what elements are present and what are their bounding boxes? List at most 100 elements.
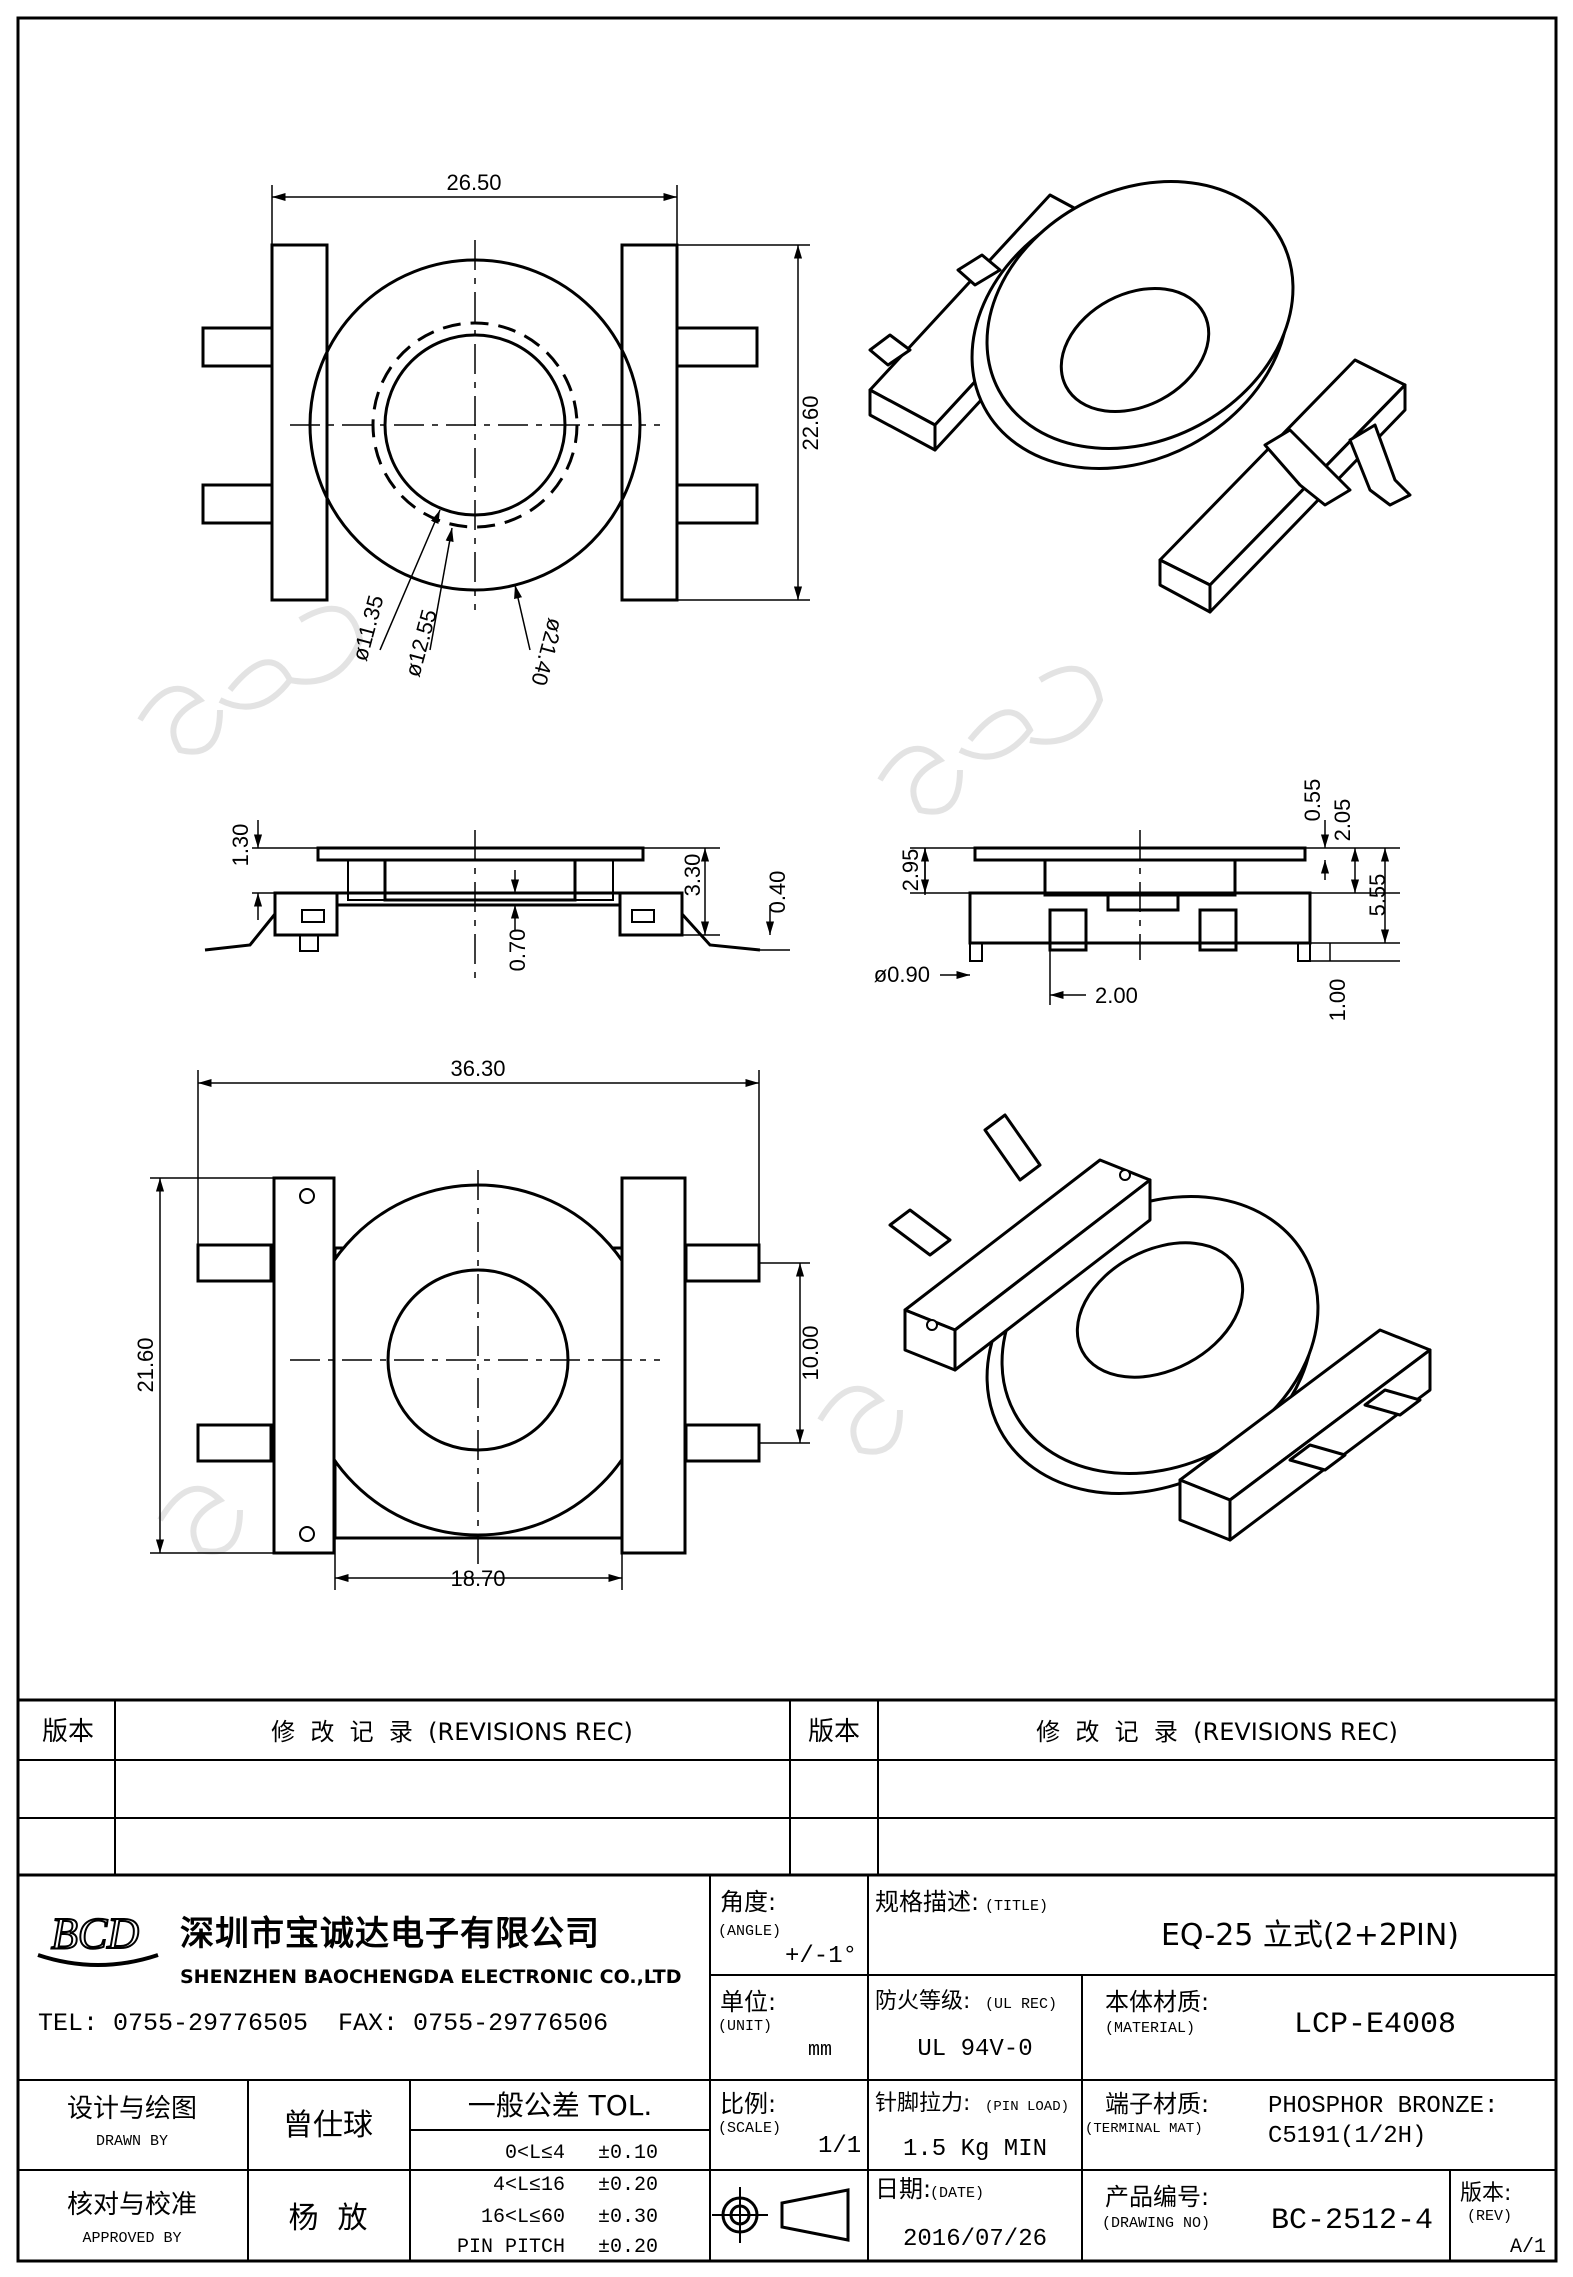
dim-front-pin-dia: ø0.90 xyxy=(874,962,930,987)
title-block-grid xyxy=(18,1698,1556,2261)
drawing-no-value: BC-2512-4 xyxy=(1271,2204,1433,2238)
drawn-label: 设计与绘图 xyxy=(67,2094,197,2124)
terminal-value-2: C5191(1/2H) xyxy=(1268,2123,1426,2150)
dim-top-height: 22.60 xyxy=(798,395,823,450)
company-logo: BCD xyxy=(37,1908,159,1967)
rev-header-right: 版本 xyxy=(808,1717,860,1747)
dim-bottom-10-00: 10.00 xyxy=(798,1325,823,1380)
title-value: EQ-25 立式(2+2PIN) xyxy=(1161,1918,1459,1953)
unit-value: mm xyxy=(808,2039,832,2062)
sheet-border xyxy=(16,16,1558,2263)
dim-front-2-05: 2.05 xyxy=(1330,799,1355,842)
date-sub: (DATE) xyxy=(930,2185,984,2202)
company-name-cn: 深圳市宝诚达电子有限公司 xyxy=(180,1914,600,1954)
angle-label: 角度: xyxy=(720,1888,776,1916)
bottom-right-flange xyxy=(620,1176,687,1555)
drawn-value: 曾仕球 xyxy=(283,2108,373,2143)
terminal-sub: (TERMINAL MAT) xyxy=(1085,2121,1203,2137)
material-sub: (MATERIAL) xyxy=(1105,2020,1195,2037)
pin-value: 1.5 Kg MIN xyxy=(903,2136,1047,2163)
tol-range-0: 0<L≤4 xyxy=(505,2142,565,2165)
rev-label: 版本: xyxy=(1460,2181,1511,2206)
bottom-pin-rt xyxy=(684,1243,761,1283)
dim-dia-mid: ø12.55 xyxy=(400,607,442,680)
tol-value-1: ±0.20 xyxy=(598,2174,658,2197)
bottom-view xyxy=(150,1070,810,1590)
terminal-value-1: PHOSPHOR BRONZE: xyxy=(1268,2093,1498,2120)
tol-range-3: PIN PITCH xyxy=(457,2236,565,2259)
tol-range-2: 16<L≤60 xyxy=(481,2206,565,2229)
ul-sub: (UL REC) xyxy=(985,1996,1057,2013)
angle-value: +/-1° xyxy=(785,1943,857,1970)
date-label: 日期: xyxy=(875,2175,931,2203)
dim-front-2-00: 2.00 xyxy=(1095,983,1138,1008)
material-value: LCP-E4008 xyxy=(1294,2008,1456,2042)
bottom-pin-rb xyxy=(684,1423,761,1463)
angle-sub: (ANGLE) xyxy=(718,1923,781,1940)
iso-view-bottom xyxy=(888,1113,1432,1542)
dim-side-0-70: 0.70 xyxy=(505,929,530,972)
tol-value-0: ±0.10 xyxy=(598,2142,658,2165)
tolerance-table: 0<L≤4 ±0.10 4<L≤16 ±0.20 16<L≤60 ±0.30 P… xyxy=(457,2142,658,2259)
company-tel-fax: TEL: 0755-29776505 FAX: 0755-29776506 xyxy=(38,2009,608,2038)
approved-value: 杨 放 xyxy=(288,2201,367,2236)
title-sub: (TITLE) xyxy=(985,1898,1048,1915)
drawing-no-sub: (DRAWING NO) xyxy=(1102,2215,1210,2232)
approved-label: 核对与校准 xyxy=(67,2190,197,2220)
watermark xyxy=(137,605,1104,1555)
top-view xyxy=(201,185,810,651)
drawn-sub: DRAWN BY xyxy=(96,2133,168,2150)
pin-sub: (PIN LOAD) xyxy=(985,2099,1069,2115)
ul-label: 防火等级: xyxy=(875,1989,970,2014)
company-name-en: SHENZHEN BAOCHENGDA ELECTRONIC CO.,LTD xyxy=(180,1966,681,1988)
dim-dia-outer: ø21.40 xyxy=(526,616,568,689)
bottom-pin-lb xyxy=(196,1423,273,1463)
scale-sub: (SCALE) xyxy=(718,2120,781,2137)
top-pin-lt xyxy=(201,326,274,368)
rev-sub: (REV) xyxy=(1467,2208,1512,2225)
dim-side-1-30: 1.30 xyxy=(228,824,253,867)
rev-record-left: 修 改 记 录 (REVISIONS REC) xyxy=(271,1718,633,1746)
dim-top-width: 26.50 xyxy=(446,170,501,195)
front-view xyxy=(910,820,1400,1005)
dim-front-2-95: 2.95 xyxy=(898,849,923,892)
material-label: 本体材质: xyxy=(1105,1988,1209,2016)
ul-value: UL 94V-0 xyxy=(917,2036,1032,2063)
dim-front-1-00: 1.00 xyxy=(1325,979,1350,1022)
unit-label: 单位: xyxy=(720,1988,776,2016)
unit-sub: (UNIT) xyxy=(718,2018,772,2035)
dim-front-0-55: 0.55 xyxy=(1300,779,1325,822)
dim-bottom-height: 21.60 xyxy=(133,1337,158,1392)
top-pin-lb xyxy=(201,483,274,525)
drawing-no-label: 产品编号: xyxy=(1105,2183,1209,2211)
scale-value: 1/1 xyxy=(818,2133,861,2160)
rev-header-left: 版本 xyxy=(42,1717,94,1747)
top-pin-rb xyxy=(675,483,759,525)
tolerance-label: 一般公差 TOL. xyxy=(468,2089,653,2122)
dim-bottom-18-70: 18.70 xyxy=(450,1566,505,1591)
rev-value: A/1 xyxy=(1510,2236,1546,2259)
rev-record-right: 修 改 记 录 (REVISIONS REC) xyxy=(1036,1718,1398,1746)
dim-side-3-30: 3.30 xyxy=(680,854,705,897)
dim-side-0-40: 0.40 xyxy=(765,871,790,914)
title-label: 规格描述: xyxy=(875,1888,979,1916)
tol-range-1: 4<L≤16 xyxy=(493,2174,565,2197)
tol-value-2: ±0.30 xyxy=(598,2206,658,2229)
approved-sub: APPROVED BY xyxy=(82,2230,181,2247)
top-pin-rt xyxy=(675,326,759,368)
pin-label: 针脚拉力: xyxy=(875,2091,970,2116)
scale-label: 比例: xyxy=(720,2090,776,2118)
dim-front-5-55: 5.55 xyxy=(1365,874,1390,917)
dim-dia-inner: ø11.35 xyxy=(347,593,388,664)
iso-view-top xyxy=(868,179,1412,614)
projection-symbol-icon xyxy=(712,2187,850,2243)
terminal-label: 端子材质: xyxy=(1105,2090,1209,2118)
bottom-left-flange xyxy=(272,1176,336,1555)
bottom-pin-lt xyxy=(196,1243,273,1283)
logo-text: BCD xyxy=(51,1909,139,1958)
dim-bottom-width: 36.30 xyxy=(450,1056,505,1081)
tol-value-3: ±0.20 xyxy=(598,2236,658,2259)
date-value: 2016/07/26 xyxy=(903,2226,1047,2253)
